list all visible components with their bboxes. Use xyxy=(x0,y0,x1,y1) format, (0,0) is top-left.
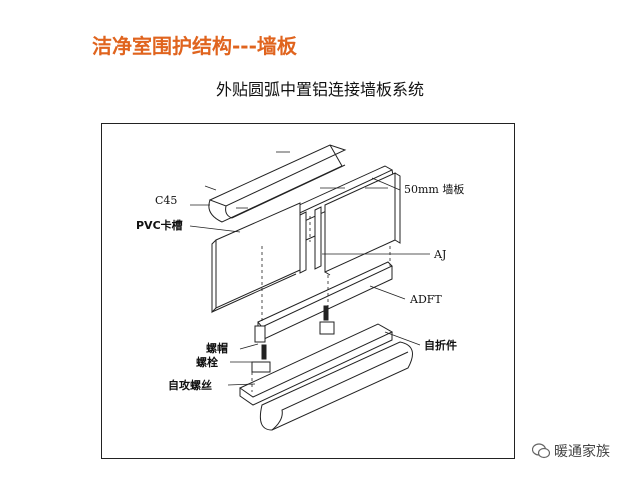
label-bracket: 自折件 xyxy=(424,338,457,352)
label-c45: C45 xyxy=(155,194,177,207)
diagram-title: 外贴圆弧中置铝连接墙板系统 xyxy=(215,80,424,99)
label-adft: ADFT xyxy=(409,293,442,306)
c45-top-profile xyxy=(208,144,347,223)
label-self-tapping-screw: 自攻螺丝 xyxy=(168,378,212,392)
watermark: 暖通家族 xyxy=(532,441,610,461)
wechat-icon xyxy=(532,443,550,459)
label-aj: AJ xyxy=(433,248,446,261)
bracket-right xyxy=(319,305,335,335)
leader-lines xyxy=(189,177,430,386)
bracket-left xyxy=(251,325,271,373)
dimension-marks xyxy=(204,151,388,209)
watermark-text: 暖通家族 xyxy=(554,444,610,460)
wall-panel-right xyxy=(324,172,401,276)
self-folding-bracket xyxy=(238,323,394,406)
alignment-dashes xyxy=(251,216,391,392)
slide-title: 洁净室围护结构---墙板 xyxy=(92,34,297,58)
diagram-frame xyxy=(101,123,515,459)
label-nut: 螺帽 xyxy=(206,341,228,355)
label-pvc-slot: PVC卡槽 xyxy=(136,218,183,232)
bottom-coving-profile xyxy=(259,341,413,431)
aj-joint xyxy=(299,206,322,274)
label-wall-panel: 50mm 墙板 xyxy=(404,182,464,196)
wall-panel-left xyxy=(211,202,301,314)
label-bolt: 螺栓 xyxy=(196,355,218,369)
